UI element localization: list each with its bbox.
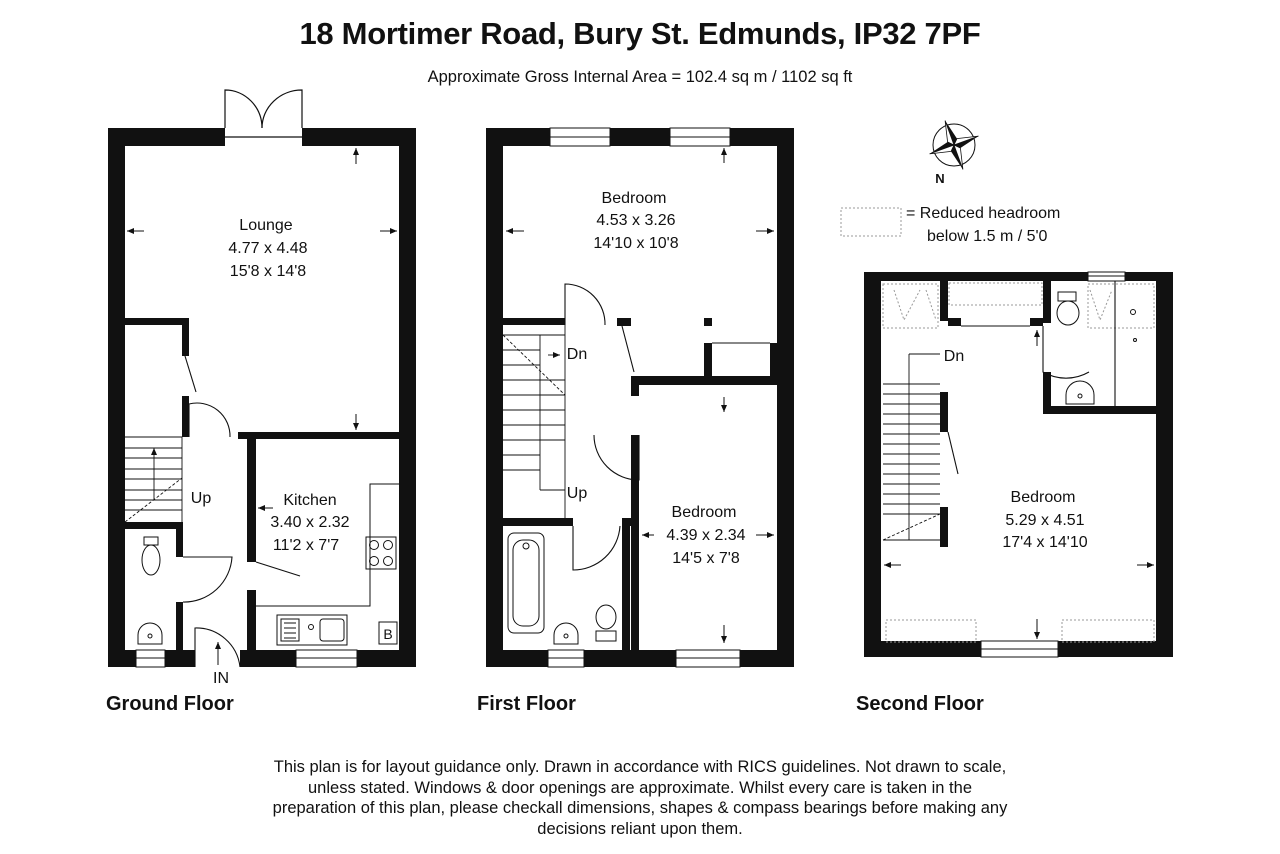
second-stairs <box>882 353 941 541</box>
gross-area: Approximate Gross Internal Area = 102.4 … <box>427 68 853 86</box>
lounge-metric: 4.77 x 4.48 <box>228 240 307 257</box>
disclaimer-line: decisions reliant upon them. <box>537 819 743 838</box>
bedroom1-metric: 4.53 x 3.26 <box>596 212 675 229</box>
first-stairs-down-label: Dn <box>567 346 587 363</box>
kitchen-imperial: 11'2 x 7'7 <box>273 537 339 554</box>
first-floor-walls <box>486 128 794 667</box>
second-floor-label: Second Floor <box>856 693 984 715</box>
ground-floor-label: Ground Floor <box>106 693 234 715</box>
kitchen-units <box>256 483 399 646</box>
legend-line-2: below 1.5 m / 5'0 <box>927 228 1048 245</box>
ground-stairs-up-label: Up <box>191 490 212 507</box>
second-doors <box>947 281 1116 475</box>
disclaimer-line: unless stated. Windows & door openings a… <box>308 778 972 797</box>
compass-north-label: N <box>935 171 944 186</box>
french-doors <box>224 89 303 138</box>
first-floor-label: First Floor <box>477 693 576 715</box>
ground-stairs <box>124 436 183 523</box>
kitchen-name: Kitchen <box>283 492 336 509</box>
headroom-legend-swatch <box>840 207 902 237</box>
bedroom2-imperial: 14'5 x 7'8 <box>672 550 740 567</box>
bedroom2-name: Bedroom <box>672 504 737 521</box>
lounge-imperial: 15'8 x 14'8 <box>230 263 306 280</box>
first-doors <box>564 283 770 571</box>
first-dimension-arrows <box>506 148 774 643</box>
second-floor-walls <box>864 272 1173 657</box>
second-stairs-down-label: Dn <box>944 348 964 365</box>
compass-icon <box>929 120 979 170</box>
bedroom3-metric: 5.29 x 4.51 <box>1005 512 1084 529</box>
ground-wc-fixtures <box>137 536 163 645</box>
disclaimer-line: This plan is for layout guidance only. D… <box>273 758 1007 776</box>
bedroom3-name: Bedroom <box>1011 489 1076 506</box>
second-window <box>980 271 1126 658</box>
second-bathroom-fixtures <box>1056 291 1137 405</box>
first-windows <box>547 127 741 668</box>
ground-floor-walls <box>108 128 416 667</box>
disclaimer: This plan is for layout guidance only. D… <box>240 757 1040 839</box>
reduced-headroom-areas <box>882 282 1155 643</box>
ground-windows <box>135 649 358 668</box>
ground-dimension-arrows <box>127 148 397 665</box>
plan-title: 18 Mortimer Road, Bury St. Edmunds, IP32… <box>299 16 981 51</box>
first-floor-plan: Bedroom 4.53 x 3.26 14'10 x 10'8 Bedroom… <box>486 127 794 668</box>
bedroom2-metric: 4.39 x 2.34 <box>666 527 745 544</box>
bedroom3-imperial: 17'4 x 14'10 <box>1002 534 1087 551</box>
first-room-labels: Bedroom 4.53 x 3.26 14'10 x 10'8 Bedroom… <box>567 190 746 567</box>
entrance-label: IN <box>213 670 229 687</box>
first-stairs <box>502 325 566 518</box>
second-dimension-arrows <box>884 330 1154 639</box>
disclaimer-line: preparation of this plan, please checkal… <box>272 799 1008 817</box>
legend-line-1: = Reduced headroom <box>906 205 1060 222</box>
first-bathroom-fixtures <box>507 532 617 645</box>
bedroom1-name: Bedroom <box>602 190 667 207</box>
first-stairs-up-label: Up <box>567 485 588 502</box>
ground-room-labels: Lounge 4.77 x 4.48 15'8 x 14'8 Kitchen 3… <box>191 217 393 687</box>
ground-floor-plan: Lounge 4.77 x 4.48 15'8 x 14'8 Kitchen 3… <box>108 89 416 687</box>
second-room-labels: Bedroom 5.29 x 4.51 17'4 x 14'10 Dn <box>944 348 1088 551</box>
second-floor-plan: Bedroom 5.29 x 4.51 17'4 x 14'10 Dn <box>864 271 1173 658</box>
lounge-name: Lounge <box>239 217 292 234</box>
bedroom1-imperial: 14'10 x 10'8 <box>593 235 678 252</box>
ground-doors <box>182 355 301 668</box>
boiler-label: B <box>383 626 392 642</box>
kitchen-metric: 3.40 x 2.32 <box>270 514 349 531</box>
